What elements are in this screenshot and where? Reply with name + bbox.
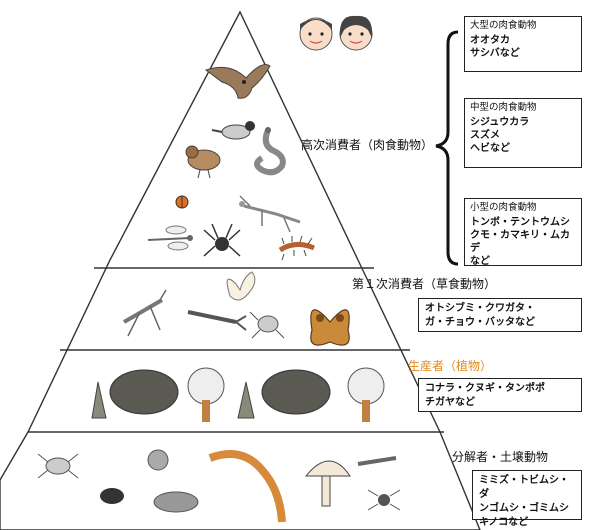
mushroom-icon [306,461,350,506]
carnivore-bracket [436,32,458,264]
carnivore-examples: オオタカ サシバなど [470,34,576,60]
dragonfly-icon [148,226,193,250]
carnivore-examples: シジュウカラ スズメ ヘビなど [470,116,576,155]
moth-icon [311,310,349,345]
dandelion-icon [238,382,254,418]
decomposer-examples: ミミズ・トビムシ・ダ ンゴムシ・ゴミムシ キノコなど [472,470,582,520]
weevil-icon [250,312,284,338]
sparrow-icon [186,146,220,178]
tit-icon [212,121,255,139]
hawk-icon [206,65,270,99]
primary-consumer-label: 第１次消費者（草食動物） [352,277,496,291]
mite-icon [368,490,400,510]
dandelion-icon [92,382,106,418]
bush-icon [110,370,178,414]
carnivore-box-large: 大型の肉食動物 オオタカ サシバなど [464,16,582,72]
ladybug-icon [176,196,188,208]
beetle-icon [100,488,124,504]
spider-icon [204,224,240,256]
springtail-icon [358,458,396,464]
tree-icon [348,368,384,422]
carnivore-examples: トンボ・テントウムシ クモ・カマキリ・ムカデ など [470,216,576,268]
snake-icon [257,127,283,172]
producer-label: 生産者（植物） [408,359,492,373]
primary-consumer-examples: オトシブミ・クワガタ・ ガ・チョウ・バッタなど [418,298,582,332]
stag-beetle-icon [188,312,246,330]
grasshopper-icon [124,290,166,336]
decomposer-label: 分解者・土壌動物 [452,450,548,464]
pillbug-icon [154,492,198,512]
carnivore-box-medium: 中型の肉食動物 シジュウカラ スズメ ヘビなど [464,98,582,168]
children-icon [300,16,372,50]
mantis-icon [239,196,300,232]
carnivore-size-label: 大型の肉食動物 [470,20,576,32]
bush-icon [262,370,330,414]
earthworm-icon [210,454,282,522]
carnivore-box-small: 小型の肉食動物 トンボ・テントウムシ クモ・カマキリ・ムカデ など [464,198,582,266]
mite-icon [148,450,168,470]
high-consumer-label: 高次消費者（肉食動物） [301,138,433,152]
centipede-icon [280,236,314,260]
carnivore-size-label: 小型の肉食動物 [470,202,576,214]
carnivore-size-label: 中型の肉食動物 [470,102,576,114]
tree-icon [188,368,224,422]
beetle-icon [38,454,78,478]
producer-examples: コナラ・クヌギ・タンポポ チガヤなど [418,378,582,412]
butterfly-icon [227,272,255,300]
